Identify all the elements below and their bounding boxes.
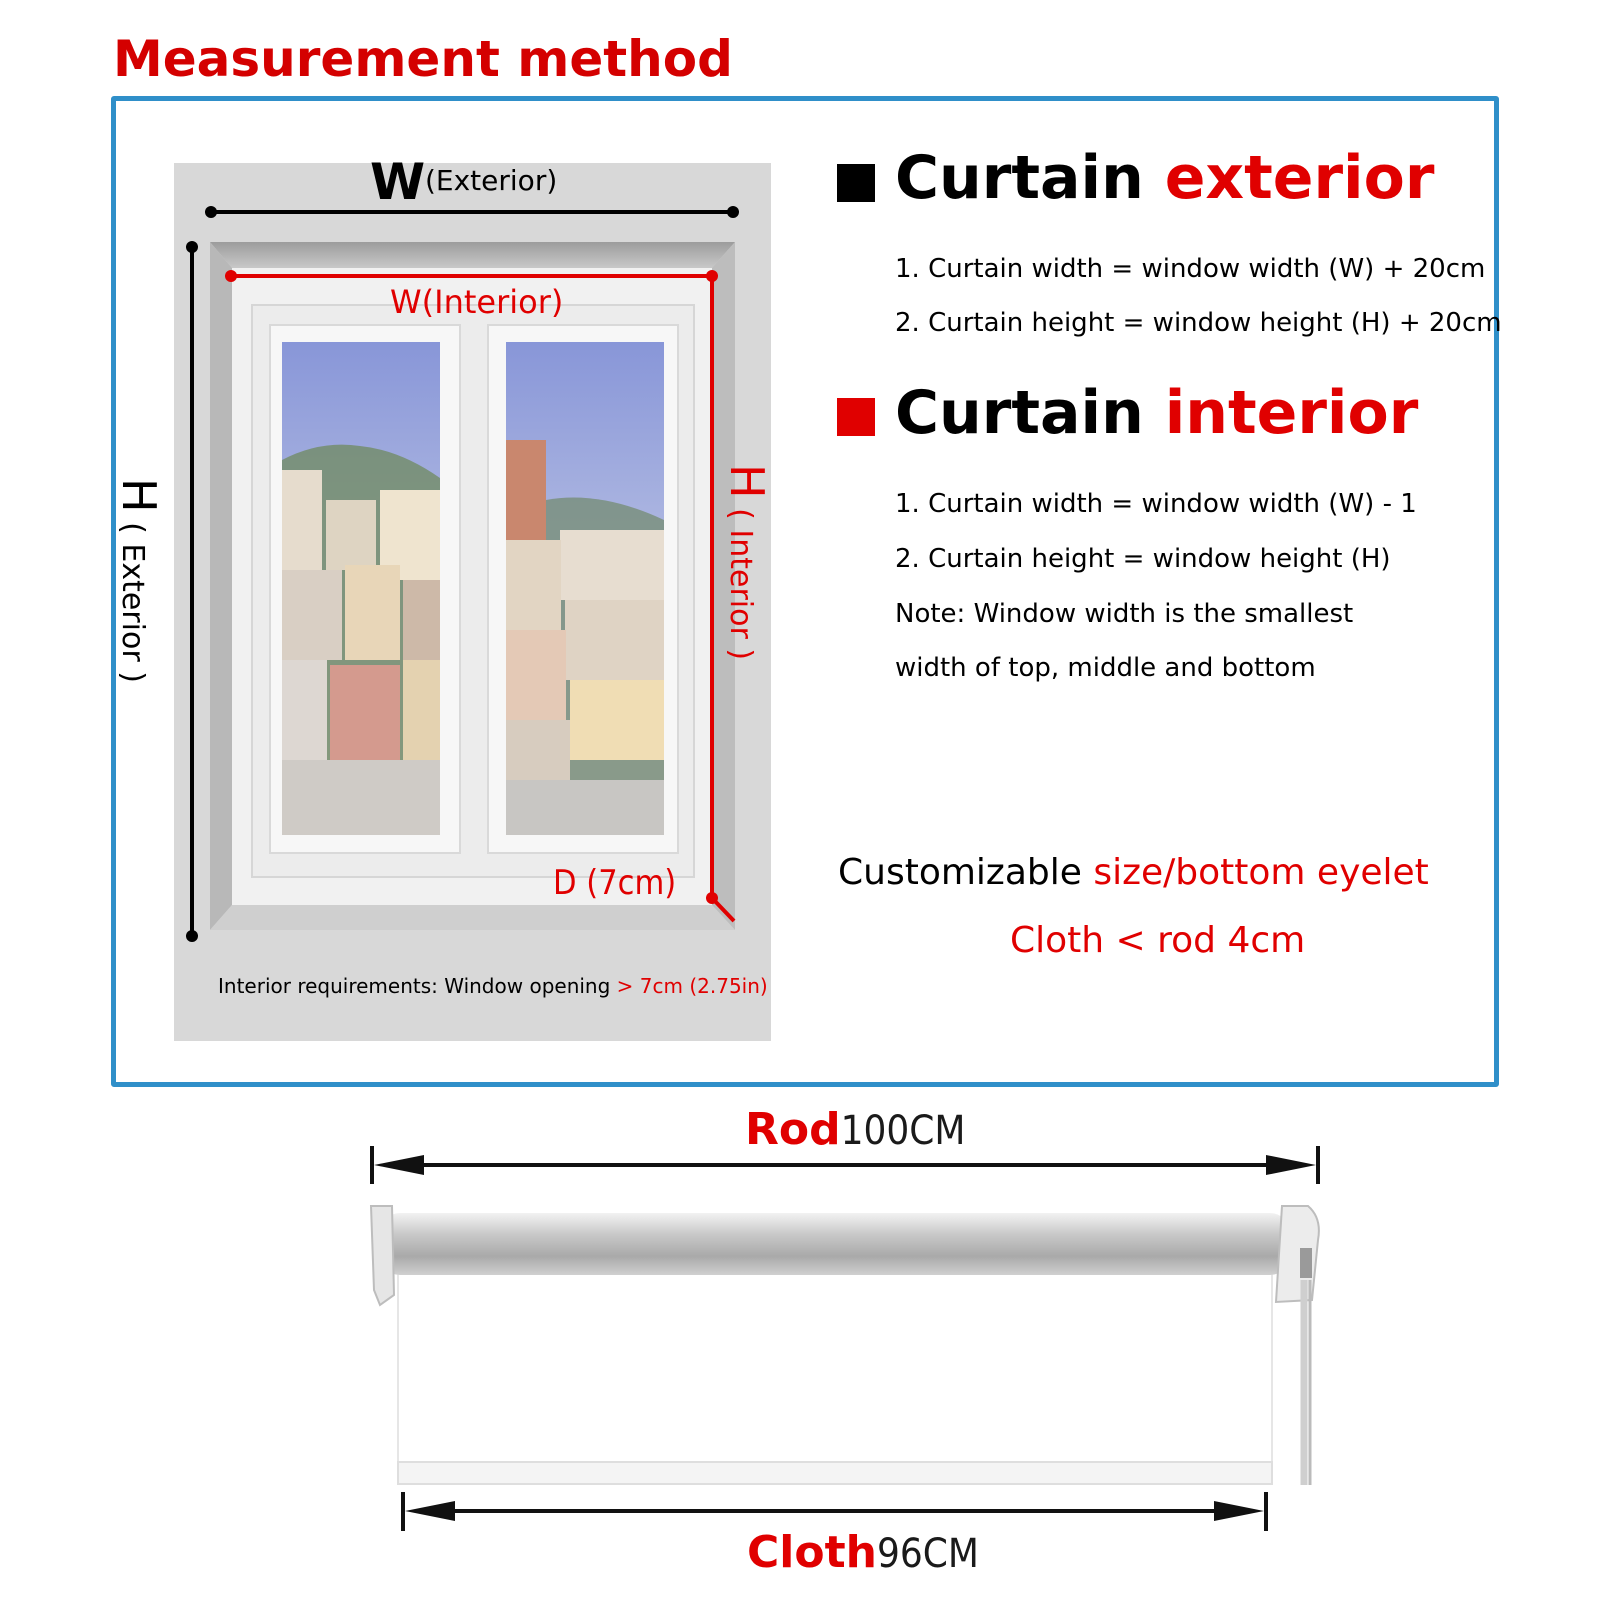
h-exterior-label: H ( Exterior ) bbox=[112, 478, 166, 683]
interior-heading-black: Curtain bbox=[895, 378, 1144, 448]
w-exterior-word: (Exterior) bbox=[425, 164, 558, 197]
cloth-label: Cloth96CM bbox=[747, 1531, 979, 1575]
page-title: Measurement method bbox=[113, 30, 733, 88]
depth-label: D (7cm) bbox=[553, 863, 677, 903]
exterior-rule-2: 2. Curtain height = window height (H) + … bbox=[895, 308, 1502, 338]
interior-heading-red: interior bbox=[1164, 378, 1419, 448]
h-exterior-dimension bbox=[186, 241, 198, 942]
rod-dimension bbox=[370, 1146, 1320, 1184]
h-exterior-word: ( Exterior ) bbox=[115, 522, 150, 683]
cloth-word: Cloth bbox=[747, 1527, 877, 1578]
h-exterior-letter: H bbox=[112, 478, 166, 513]
interior-bullet-square bbox=[837, 398, 875, 436]
cloth-rod-note: Cloth < rod 4cm bbox=[1010, 920, 1306, 961]
w-exterior-letter: W bbox=[370, 153, 426, 211]
cloth-dimension bbox=[401, 1492, 1268, 1531]
window-glass-right bbox=[506, 342, 664, 835]
customizable-red: size/bottom eyelet bbox=[1093, 852, 1429, 893]
customizable-line: Customizable size/bottom eyelet bbox=[838, 855, 1429, 891]
interior-note-line-2: width of top, middle and bottom bbox=[895, 653, 1316, 683]
window-glass-left bbox=[282, 342, 440, 835]
h-interior-label: H ( Interior ) bbox=[720, 464, 774, 661]
interior-note-line-1: Note: Window width is the smallest bbox=[895, 599, 1354, 629]
requirement-line: Interior requirements: Window opening > … bbox=[218, 976, 768, 996]
interior-heading: Curtain interior bbox=[895, 383, 1418, 443]
cloth-value: 96CM bbox=[876, 1531, 979, 1577]
rod-label: Rod100CM bbox=[745, 1108, 965, 1152]
interior-rule-1: 1. Curtain width = window width (W) - 1 bbox=[895, 489, 1417, 519]
requirement-value: > 7cm (2.75in) bbox=[616, 974, 768, 998]
exterior-heading-black: Curtain bbox=[895, 143, 1144, 213]
w-exterior-dimension bbox=[205, 206, 739, 218]
measurement-panel bbox=[111, 96, 1499, 1087]
exterior-heading: Curtain exterior bbox=[895, 148, 1434, 208]
h-interior-letter: H bbox=[720, 464, 774, 499]
w-interior-label: W(Interior) bbox=[390, 283, 564, 321]
exterior-heading-red: exterior bbox=[1164, 143, 1435, 213]
rod-value: 100CM bbox=[840, 1108, 966, 1154]
customizable-black: Customizable bbox=[838, 852, 1082, 893]
requirement-text: Interior requirements: Window opening bbox=[218, 974, 611, 998]
w-interior-dimension bbox=[225, 270, 718, 282]
rod-word: Rod bbox=[745, 1104, 841, 1155]
roller-blind bbox=[369, 1205, 1320, 1485]
exterior-rule-1: 1. Curtain width = window width (W) + 20… bbox=[895, 254, 1486, 284]
exterior-bullet-square bbox=[837, 164, 875, 202]
interior-rule-2: 2. Curtain height = window height (H) bbox=[895, 544, 1391, 574]
depth-dimension bbox=[710, 896, 736, 923]
h-interior-word: ( Interior ) bbox=[723, 508, 758, 661]
